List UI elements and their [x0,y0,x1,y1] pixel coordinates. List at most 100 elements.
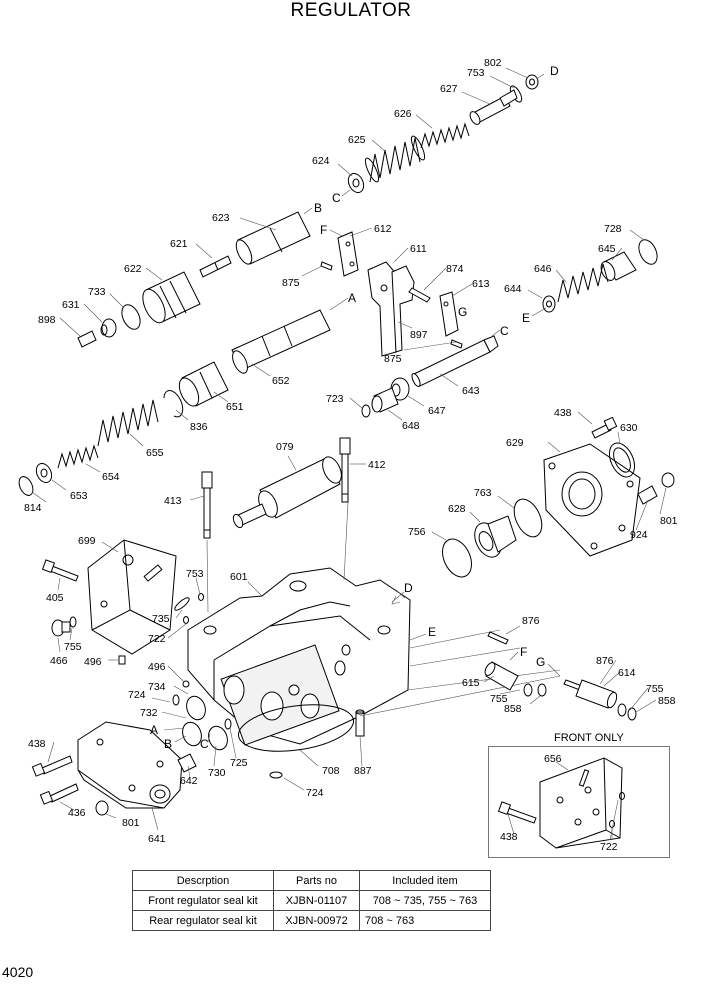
label-655: 655 [146,447,164,459]
label-875b: 875 [384,353,402,365]
o-ring-723 [361,404,371,418]
spool-652 [231,309,331,374]
table-row: Front regulator seal kit XJBN-01107 708 … [132,890,491,911]
cover-629 [543,443,641,557]
cell-description: Front regulator seal kit [132,890,274,911]
o-ring-755b [523,683,547,697]
label-724: 724 [128,689,146,701]
label-611: 611 [410,243,427,255]
label-763: 763 [474,487,492,499]
label-897: 897 [410,329,428,341]
label-614: 614 [618,667,636,679]
label-924: 924 [630,529,648,541]
label-B: B [314,201,322,215]
page-title: REGULATOR [290,0,412,21]
header-included-item: Included item [359,870,491,891]
pin-621 [199,255,232,278]
label-628: 628 [448,503,466,515]
sleeve-623 [235,211,311,265]
label-646: 646 [534,263,552,275]
label-405: 405 [46,592,64,604]
label-644: 644 [504,283,522,295]
label-E: E [522,311,530,325]
label-623: 623 [212,212,230,224]
nut-802 [525,74,539,90]
label-858: 858 [504,703,522,715]
label-801b: 801 [122,817,140,829]
piston-651 [178,361,229,407]
seal-kit-table: Descrption Parts no Included item Front … [132,870,491,931]
label-B2: B [164,737,172,751]
label-412: 412 [368,459,386,471]
label-656: 656 [544,753,562,765]
cell-part-no: XJBN-00972 [273,910,360,931]
label-755: 755 [64,641,82,653]
o-ring-722 [183,616,189,624]
label-626: 626 [394,108,412,120]
label-814: 814 [24,502,42,514]
label-755c: 755 [646,683,664,695]
label-733: 733 [88,286,106,298]
label-413: 413 [164,495,182,507]
spring-646 [557,263,609,303]
label-621: 621 [170,238,188,250]
label-753b: 753 [186,568,204,580]
label-438b: 438 [28,738,46,750]
label-874: 874 [446,263,464,275]
label-645: 645 [598,243,616,255]
label-724b: 724 [306,787,324,799]
label-722b: 722 [600,841,618,853]
assembly-guide-lines [206,501,561,717]
o-ring-630 [608,442,636,478]
plug-645 [600,251,637,281]
label-466: 466 [50,655,68,667]
label-C: C [332,191,341,205]
label-875: 875 [282,277,300,289]
cover-641 [77,721,183,809]
callout-labels: 802 753 D 627 626 625 624 C B 623 F 612 … [24,57,678,853]
spring-654 [57,444,99,469]
spring-seat-624 [347,172,365,194]
plug-615 [484,661,519,691]
leader-lines [31,67,667,841]
plug-924 [637,485,658,505]
bolt-438 [591,416,618,439]
pin-874 [408,287,431,303]
label-D2: D [404,581,413,595]
label-438: 438 [554,407,572,419]
piston-622 [142,271,201,324]
gasket-708 [237,704,355,752]
spring-seat-644 [542,295,556,313]
pin-898 [77,330,97,348]
lever-611 [367,261,415,357]
plug-614 [575,679,618,709]
label-730: 730 [208,767,226,779]
label-653: 653 [70,490,88,502]
label-858b: 858 [658,695,676,707]
cell-items: 708 ~ 763 [359,910,491,931]
spring-655 [97,399,159,447]
o-ring-733 [121,304,141,330]
label-601: 601 [230,571,248,583]
label-438c: 438 [500,831,518,843]
label-624: 624 [312,155,330,167]
o-ring-755 [69,616,77,628]
label-G: G [458,305,467,319]
cell-items: 708 ~ 735, 755 ~ 763 [359,890,491,911]
label-079: 079 [276,441,294,453]
nut-801 [661,472,675,488]
snap-ring-814 [18,476,34,496]
label-651: 651 [226,401,244,413]
label-496: 496 [84,656,102,668]
lever-613 [439,291,459,337]
spring-626 [420,122,470,149]
label-612: 612 [374,223,392,235]
o-ring-724 [269,771,283,779]
nut-801b [95,800,109,816]
front-only-label: FRONT ONLY [554,732,624,744]
label-641: 641 [148,833,166,845]
label-436: 436 [68,807,86,819]
label-625: 625 [348,134,366,146]
label-647: 647 [428,405,446,417]
